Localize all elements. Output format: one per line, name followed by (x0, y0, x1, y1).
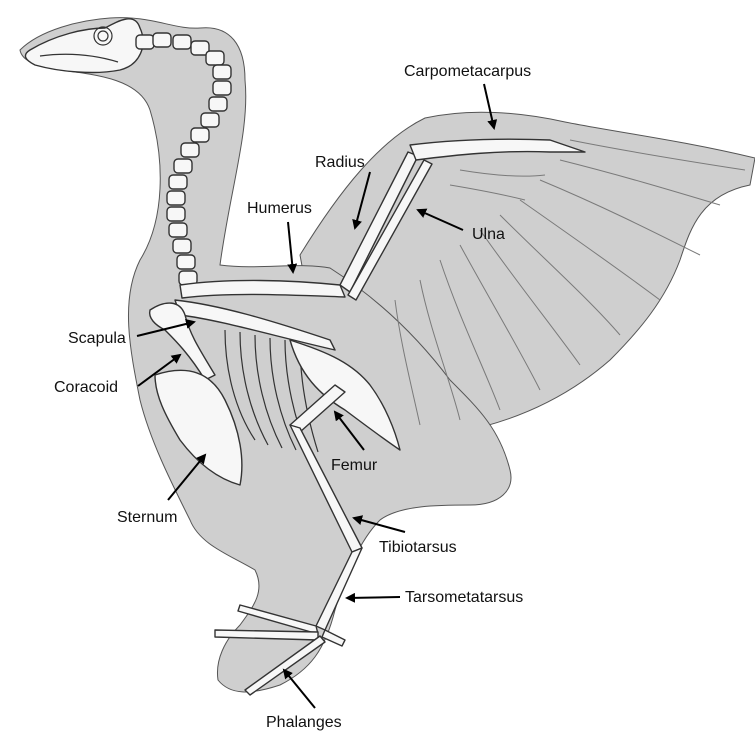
label-femur: Femur (331, 457, 378, 474)
label-coracoid: Coracoid (54, 379, 118, 396)
vertebra (169, 175, 187, 189)
arrow-tarsometatarsus (347, 597, 400, 598)
label-phalanges: Phalanges (266, 714, 342, 731)
vertebra (191, 128, 209, 142)
vertebra (213, 65, 231, 79)
vertebra (167, 207, 185, 221)
vertebra (169, 223, 187, 237)
vertebra (167, 191, 185, 205)
vertebra (201, 113, 219, 127)
label-tibiotarsus: Tibiotarsus (379, 539, 457, 556)
label-carpometacarpus: Carpometacarpus (404, 63, 531, 80)
vertebra (174, 159, 192, 173)
label-sternum: Sternum (117, 509, 177, 526)
label-ulna: Ulna (472, 226, 505, 243)
label-humerus: Humerus (247, 200, 312, 217)
label-radius: Radius (315, 154, 365, 171)
vertebra (181, 143, 199, 157)
vertebra (136, 35, 154, 49)
vertebra (209, 97, 227, 111)
vertebra (153, 33, 171, 47)
vertebra (173, 35, 191, 49)
arrow-humerus (288, 222, 293, 272)
label-tarsometatarsus: Tarsometatarsus (405, 589, 523, 606)
vertebra (173, 239, 191, 253)
vertebra (213, 81, 231, 95)
arrow-phalanges (284, 670, 315, 708)
vertebra (177, 255, 195, 269)
vertebra (206, 51, 224, 65)
label-scapula: Scapula (68, 330, 126, 347)
